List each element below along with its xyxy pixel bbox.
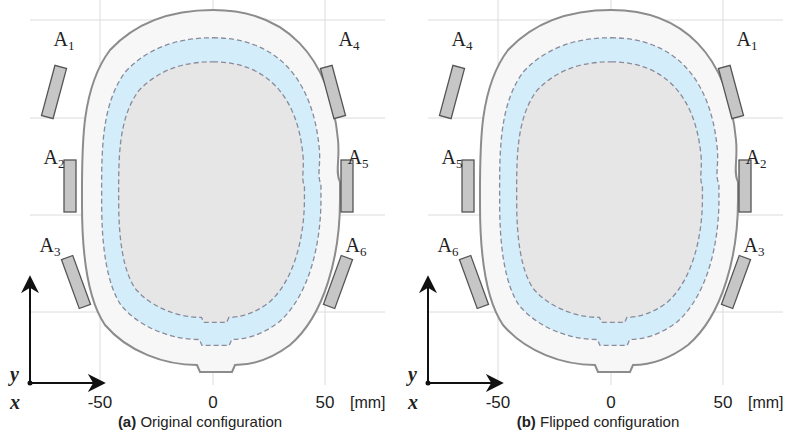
subfigure-caption: (a) Original configuration	[118, 414, 282, 429]
antenna-label: A1	[54, 29, 75, 52]
antenna-element: A4	[303, 52, 363, 132]
antenna-label: A5	[442, 147, 463, 170]
antenna-label: A4	[339, 29, 360, 52]
antenna-label: A6	[346, 235, 367, 258]
tick-label: -50	[486, 394, 511, 411]
tick-label: 50	[714, 394, 733, 411]
antenna-label: A3	[744, 235, 765, 258]
tick-label: 0	[208, 394, 217, 411]
antenna-element: A3	[46, 242, 106, 322]
antenna-element: A6	[444, 242, 504, 322]
antenna-element: A5	[438, 146, 498, 226]
antenna-element: A5	[317, 146, 377, 226]
antenna-shape	[422, 52, 482, 132]
antenna-element: A1	[701, 52, 761, 132]
antenna-element: A1	[24, 52, 84, 132]
antenna-element: A3	[706, 242, 766, 322]
antenna-shape	[24, 52, 84, 132]
antenna-element: A2	[715, 146, 775, 226]
tick-label: -50	[88, 394, 113, 411]
unit-label: [mm]	[748, 395, 784, 411]
antenna-label: A6	[438, 235, 459, 258]
tick-label: 0	[606, 394, 615, 411]
antenna-label: A2	[44, 147, 65, 170]
subfigure-caption: (b) Flipped configuration	[517, 414, 680, 429]
antenna-label: A4	[452, 29, 473, 52]
antenna-shape	[303, 52, 363, 132]
antenna-element: A4	[422, 52, 482, 132]
axis-label: y	[408, 364, 417, 384]
antenna-label: A5	[348, 147, 369, 170]
antenna-shape	[701, 52, 761, 132]
antenna-label: A2	[746, 147, 767, 170]
axis-label: x	[10, 392, 20, 412]
antenna-label: A1	[737, 29, 758, 52]
antenna-element: A6	[308, 242, 368, 322]
antenna-label: A3	[40, 235, 61, 258]
tick-label: 50	[316, 394, 335, 411]
axis-label: y	[10, 364, 19, 384]
unit-label: [mm]	[350, 395, 386, 411]
axis-label: x	[408, 392, 418, 412]
antenna-element: A2	[40, 146, 100, 226]
